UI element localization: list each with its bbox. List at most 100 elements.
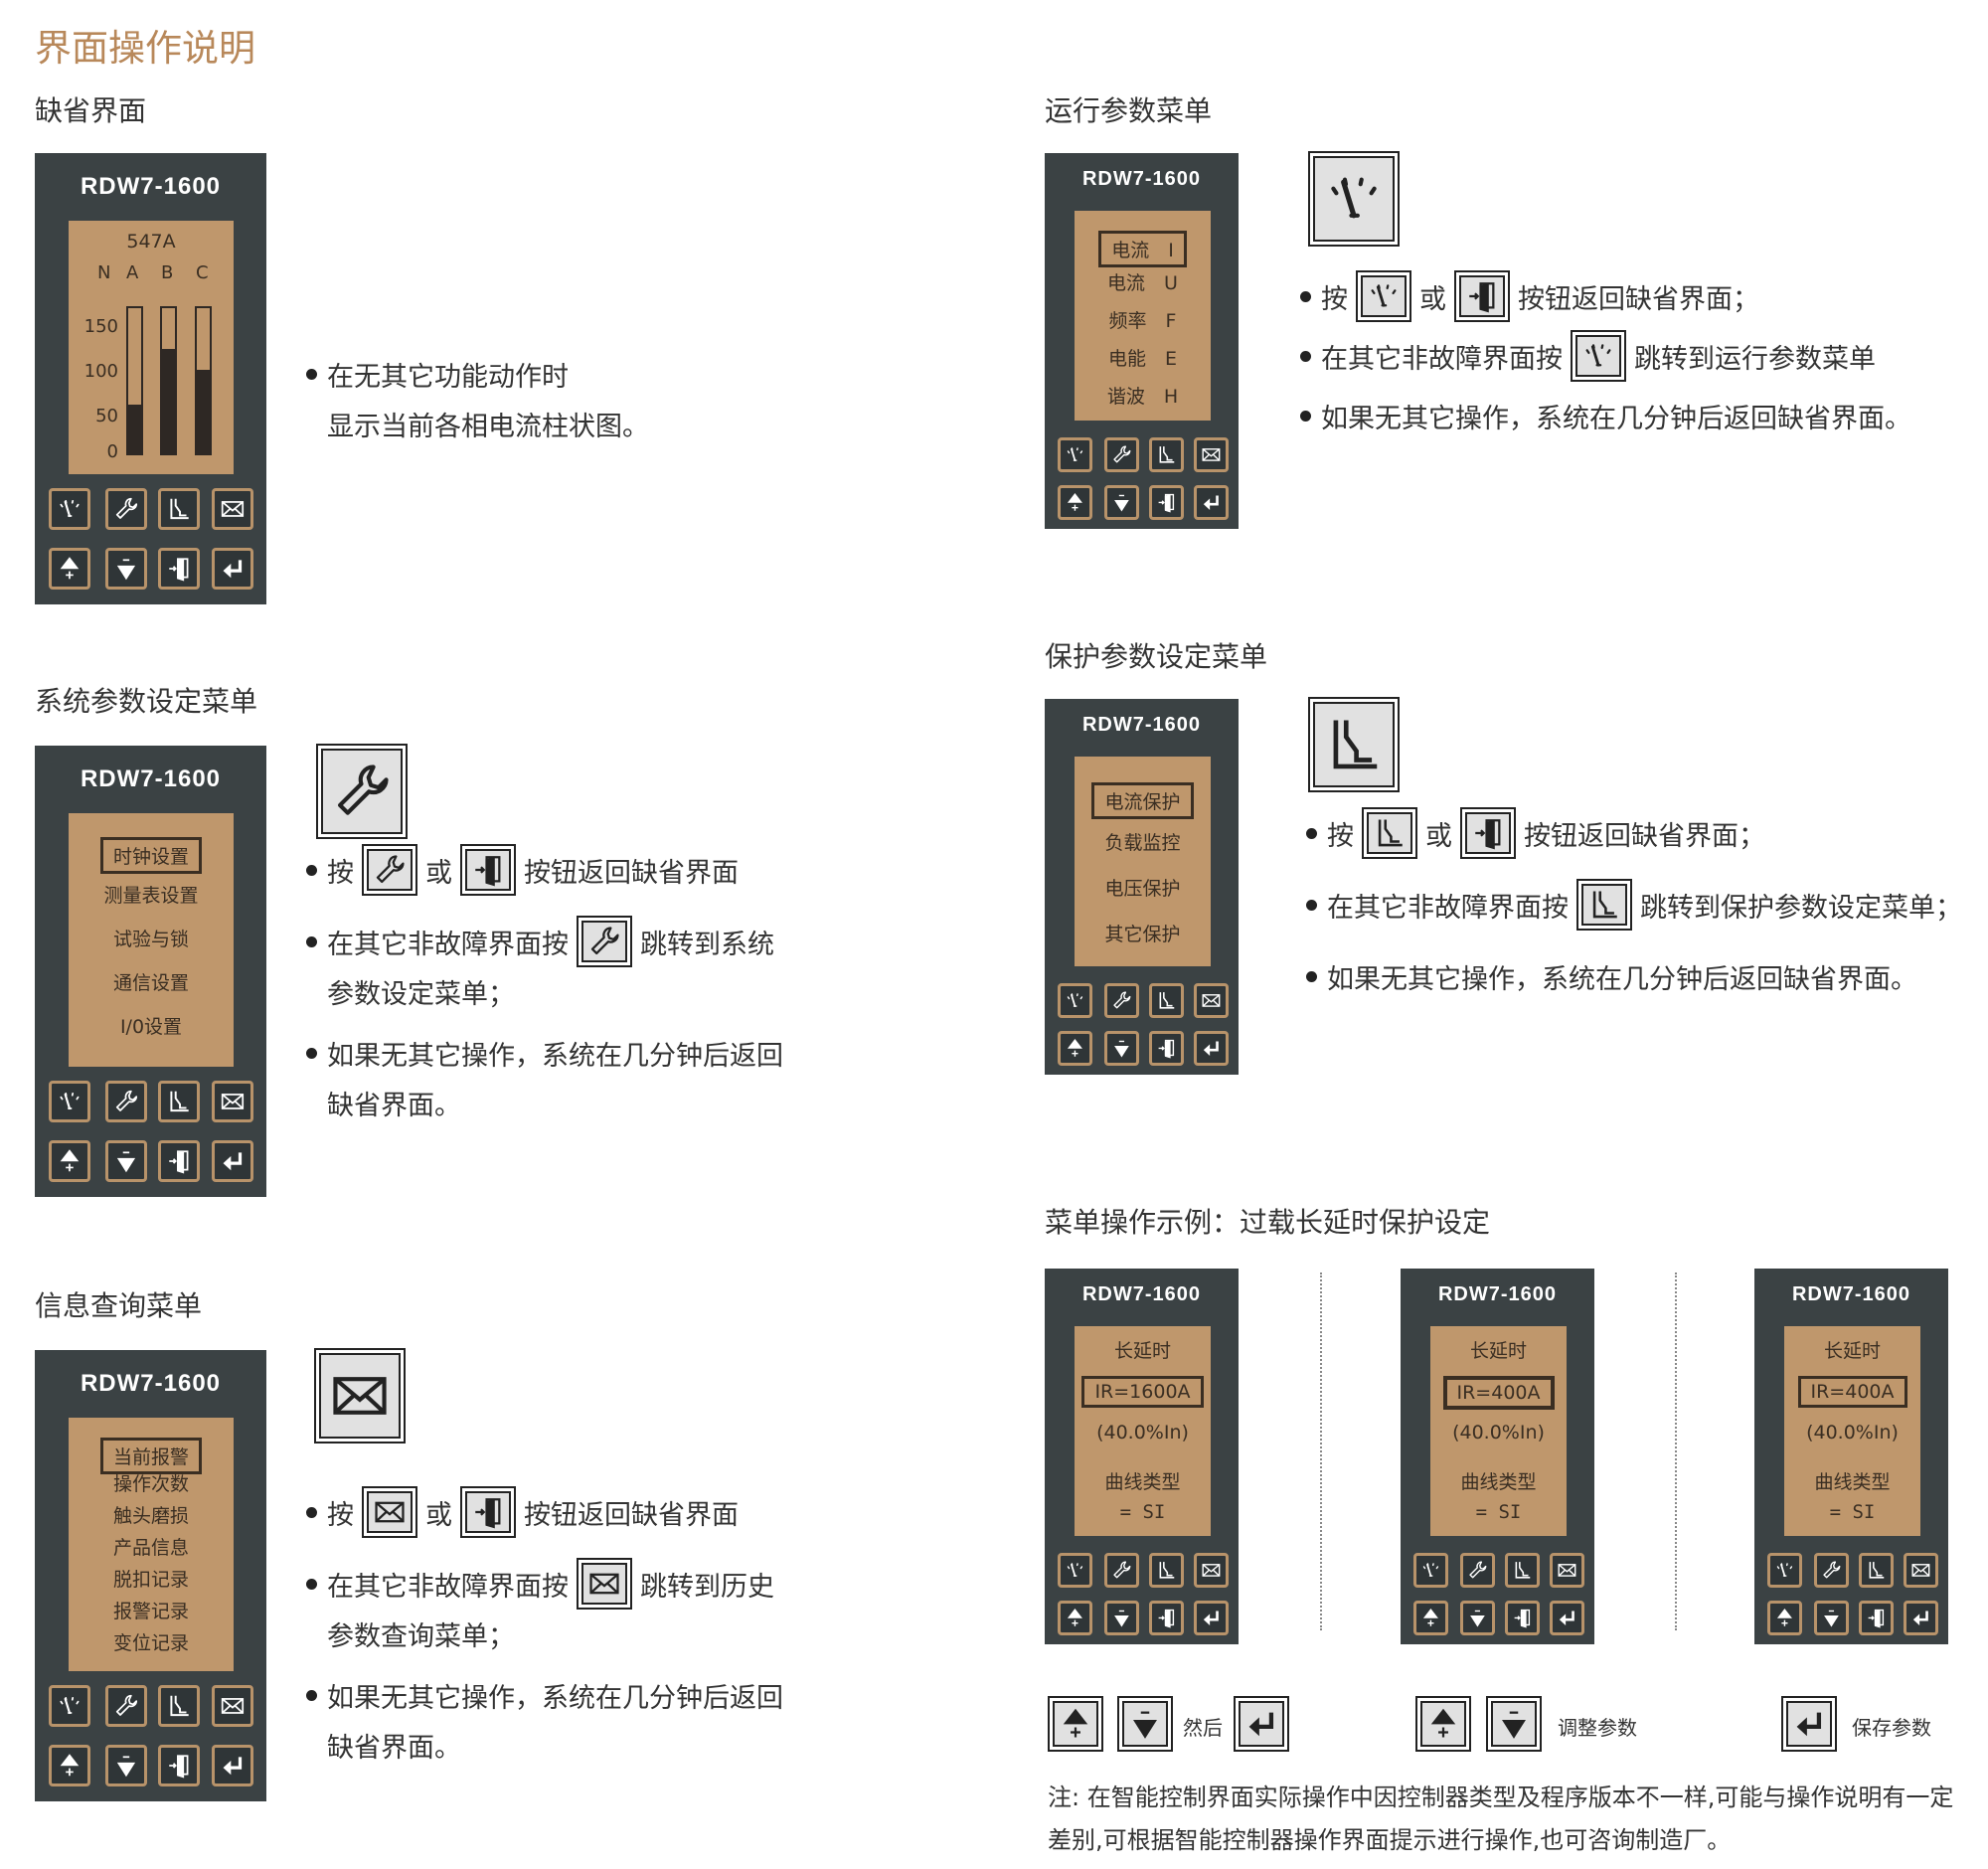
mail-button[interactable] [1904,1553,1938,1588]
lcd-screen: 时钟设置测量表设置试验与锁通信设置 I/0设置 [69,813,234,1067]
down-minus-button[interactable] [1104,1601,1139,1635]
up-plus-icon [1061,488,1089,517]
menu-item[interactable]: 操作次数 [69,1469,234,1496]
menu-item[interactable]: 报警记录 [69,1597,234,1623]
up-plus-button[interactable] [1767,1601,1802,1635]
menu-item[interactable]: 电能 E [1075,344,1211,371]
protect-curve-button[interactable] [158,1081,200,1122]
up-plus-button[interactable] [49,1140,90,1182]
menu-item[interactable]: 当前报警 [69,1438,234,1474]
bullet-line: 如果无其它操作，系统在几分钟后返回缺省界面。 [1306,946,1962,1006]
down-minus-button[interactable] [105,548,147,590]
exit-door-button[interactable] [1149,1601,1184,1635]
menu-item[interactable]: 变位记录 [69,1628,234,1655]
wrench-button[interactable] [1104,437,1139,472]
meter-button[interactable] [49,1685,90,1727]
enter-icon [215,1748,250,1784]
step-key [1048,1696,1103,1752]
exit-door-button[interactable] [158,548,200,590]
up-plus-button[interactable] [49,1745,90,1786]
lcd-line[interactable]: IR=400A [1784,1376,1920,1408]
exit-door-button[interactable] [1859,1601,1894,1635]
enter-button[interactable] [1904,1601,1938,1635]
up-plus-button[interactable] [1413,1601,1448,1635]
exit-door-button[interactable] [158,1745,200,1786]
meter-button[interactable] [1058,1553,1092,1588]
menu-item[interactable]: 其它保护 [1075,920,1211,946]
wrench-button[interactable] [105,1685,147,1727]
protect-curve-button[interactable] [1149,983,1184,1018]
menu-item[interactable]: 脱扣记录 [69,1565,234,1592]
up-plus-button[interactable] [1058,1601,1092,1635]
menu-item[interactable]: 触头磨损 [69,1501,234,1528]
meter-button[interactable] [49,1081,90,1122]
down-minus-button[interactable] [105,1140,147,1182]
menu-item[interactable]: 电流 I [1075,231,1211,267]
menu-item[interactable]: 负载监控 [1075,828,1211,855]
menu-item[interactable]: I/0设置 [69,1012,234,1039]
wrench-button[interactable] [105,488,147,530]
menu-item[interactable]: 电流 U [1075,268,1211,295]
protect-curve-button[interactable] [158,488,200,530]
meter-button[interactable] [1413,1553,1448,1588]
menu-item[interactable]: 谐波 H [1075,382,1211,409]
enter-button[interactable] [1194,1601,1229,1635]
protect-curve-button[interactable] [158,1685,200,1727]
menu-item[interactable]: 电流保护 [1075,782,1211,819]
mail-button[interactable] [1194,1553,1229,1588]
wrench-button[interactable] [1814,1553,1849,1588]
exit-door-button[interactable] [1149,1031,1184,1066]
exit-door-button[interactable] [1505,1601,1540,1635]
enter-button[interactable] [212,548,253,590]
mail-button[interactable] [212,1081,253,1122]
down-minus-button[interactable] [1104,485,1139,520]
meter-button[interactable] [1058,983,1092,1018]
meter-button[interactable] [49,488,90,530]
lcd-line[interactable]: IR=400A [1430,1376,1567,1410]
mail-button[interactable] [1194,437,1229,472]
protect-curve-button[interactable] [1149,437,1184,472]
mail-button[interactable] [1550,1553,1584,1588]
exit-door-button[interactable] [158,1140,200,1182]
wrench-button[interactable] [105,1081,147,1122]
bullet-text: 或 [1419,283,1446,315]
protect-curve-button[interactable] [1859,1553,1894,1588]
exit-door-button[interactable] [1149,485,1184,520]
menu-item[interactable]: 试验与锁 [69,925,234,951]
menu-item[interactable]: 测量表设置 [69,881,234,908]
enter-button[interactable] [1550,1601,1584,1635]
lcd-line-text: 长延时 [1113,1340,1171,1362]
enter-button[interactable] [212,1745,253,1786]
menu-item[interactable]: 电压保护 [1075,874,1211,901]
down-minus-button[interactable] [105,1745,147,1786]
down-minus-button[interactable] [1460,1601,1495,1635]
lcd-line[interactable]: IR=1600A [1075,1376,1211,1408]
up-plus-button[interactable] [1058,485,1092,520]
mail-button[interactable] [212,1685,253,1727]
down-minus-button[interactable] [1104,1031,1139,1066]
menu-item[interactable]: 产品信息 [69,1533,234,1560]
meter-button[interactable] [1767,1553,1802,1588]
mail-button[interactable] [1194,983,1229,1018]
menu-item[interactable]: 频率 F [1075,306,1211,333]
meter-button[interactable] [1058,437,1092,472]
wrench-button[interactable] [1104,1553,1139,1588]
enter-button[interactable] [1194,485,1229,520]
menu-item[interactable]: 通信设置 [69,968,234,995]
mail-icon [1197,986,1226,1015]
wrench-button[interactable] [1460,1553,1495,1588]
up-plus-icon [52,551,87,587]
down-minus-icon [1107,1034,1136,1063]
protect-curve-icon [161,1688,197,1724]
protect-curve-button[interactable] [1149,1553,1184,1588]
enter-button[interactable] [1194,1031,1229,1066]
protect-curve-button[interactable] [1505,1553,1540,1588]
down-minus-button[interactable] [1814,1601,1849,1635]
up-plus-button[interactable] [49,548,90,590]
up-plus-button[interactable] [1058,1031,1092,1066]
menu-item[interactable]: 时钟设置 [69,837,234,874]
mail-button[interactable] [212,488,253,530]
panel-model-title: RDW7-1600 [1081,168,1202,190]
wrench-button[interactable] [1104,983,1139,1018]
enter-button[interactable] [212,1140,253,1182]
